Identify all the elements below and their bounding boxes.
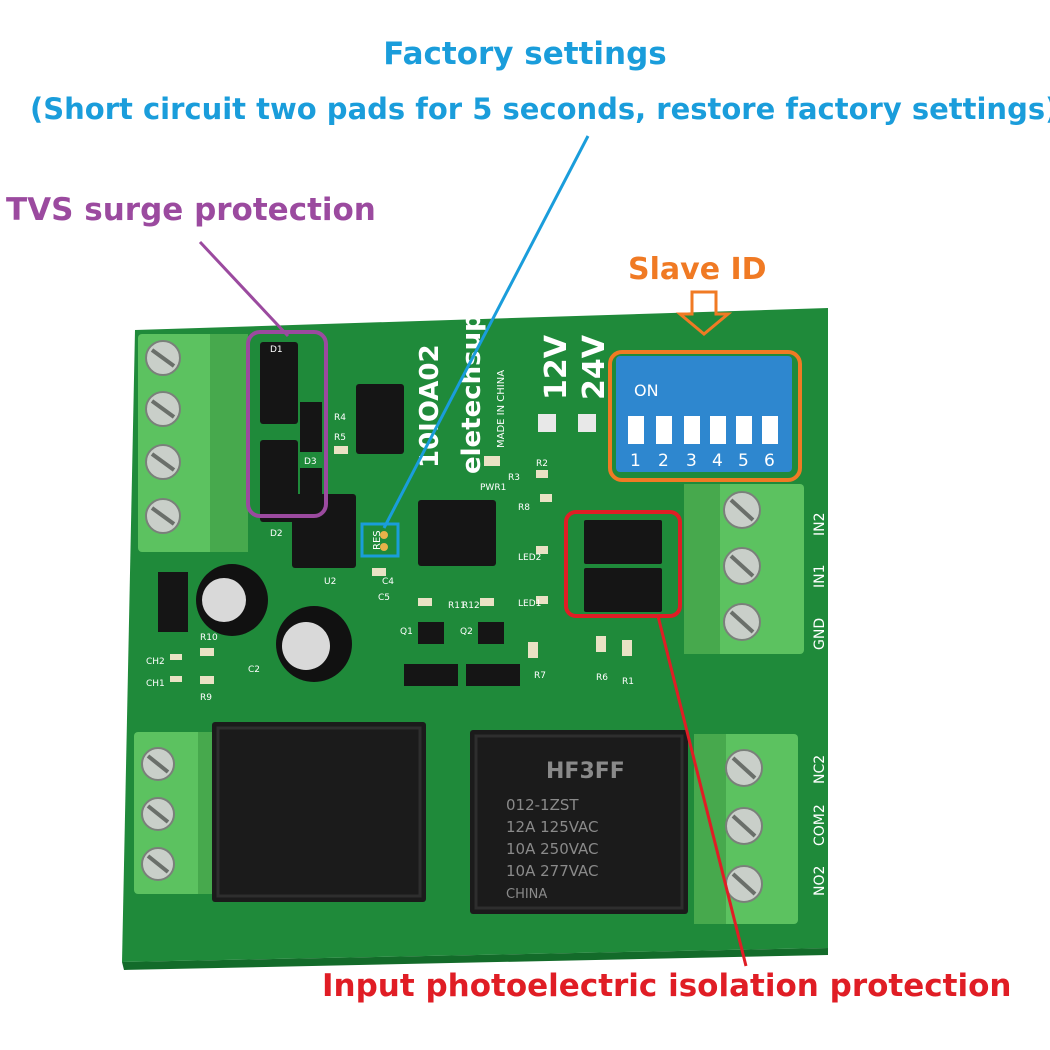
board-model: 10IOA02 xyxy=(415,344,445,468)
pad-24v xyxy=(578,414,596,432)
silk-r7: R7 xyxy=(534,671,546,681)
silk-r6: R6 xyxy=(596,673,608,683)
electrolytic-capacitors xyxy=(196,564,352,682)
relay-brand-text: HF3FF xyxy=(546,759,625,784)
silk-r11: R11 xyxy=(448,601,466,611)
silk-pwr1: PWR1 xyxy=(480,483,506,493)
relay-printing: HF3FF 012-1ZST 12A 125VAC 10A 250VAC 10A… xyxy=(506,759,625,902)
silk-r12: R12 xyxy=(462,601,480,611)
isolation-label: Input photoelectric isolation protection xyxy=(322,968,1012,1004)
silk-u2: U2 xyxy=(324,577,336,587)
dip-on-label: ON xyxy=(634,381,659,400)
dip-switch xyxy=(616,356,792,472)
slave-id-label: Slave ID xyxy=(628,252,767,287)
silk-c2: C2 xyxy=(248,665,260,675)
term-label-in2: IN2 xyxy=(812,512,828,536)
diode-left xyxy=(158,572,188,632)
silk-c5: C5 xyxy=(378,593,390,603)
transistor-q2 xyxy=(478,622,504,644)
dip-num-5: 5 xyxy=(738,451,749,471)
dip-num-6: 6 xyxy=(764,451,775,471)
label-12v: 12V xyxy=(539,334,574,400)
silk-q1: Q1 xyxy=(400,627,413,637)
silk-r3: R3 xyxy=(508,473,520,483)
term-label-nc2: NC2 xyxy=(812,755,828,784)
relay-line-1: 012-1ZST xyxy=(506,796,579,814)
slave-arrow-icon xyxy=(675,290,733,336)
dip-num-2: 2 xyxy=(658,451,669,471)
silk-r10: R10 xyxy=(200,633,218,643)
voltage-regulator xyxy=(292,494,356,568)
silkscreen: 10IOA02 eletechsup MADE IN CHINA 12V 24V… xyxy=(146,313,828,896)
diode-bottom-2 xyxy=(466,664,520,686)
silk-c4: C4 xyxy=(382,577,394,587)
right-relay-terminal-block xyxy=(694,734,798,924)
silk-q2: Q2 xyxy=(460,627,473,637)
left-terminal-block-4 xyxy=(138,334,248,552)
term-label-in1: IN1 xyxy=(812,564,828,588)
silk-led1: LED1 xyxy=(518,599,541,609)
relay-line-3: 10A 250VAC xyxy=(506,840,599,858)
silk-d3: D3 xyxy=(304,457,317,467)
factory-settings-subtitle: (Short circuit two pads for 5 seconds, r… xyxy=(30,92,1050,126)
silk-r5: R5 xyxy=(334,433,346,443)
res-label: RES xyxy=(372,530,383,550)
relay-line-4: 10A 277VAC xyxy=(506,862,599,880)
tvs-highlight-box xyxy=(246,330,328,518)
relay-line-5: CHINA xyxy=(506,887,547,902)
silk-r1: R1 xyxy=(622,677,634,687)
factory-leader-line xyxy=(382,135,590,529)
dip-num-1: 1 xyxy=(630,451,641,471)
silk-d2: D2 xyxy=(270,529,283,539)
pcb-edge xyxy=(122,948,828,970)
label-24v: 24V xyxy=(577,334,612,400)
relay-2 xyxy=(470,730,688,914)
smd-components xyxy=(170,446,632,684)
tvs-leader-line xyxy=(198,240,290,338)
slave-highlight-box xyxy=(608,350,802,482)
tvs-diodes xyxy=(260,342,322,522)
ic-soic8 xyxy=(356,384,404,454)
dip-num-3: 3 xyxy=(686,451,697,471)
tvs-label: TVS surge protection xyxy=(6,192,376,228)
relay-line-2: 12A 125VAC xyxy=(506,818,599,836)
mcu-tssop xyxy=(418,500,496,566)
isolation-leader-line xyxy=(656,615,748,967)
silk-r2: R2 xyxy=(536,459,548,469)
transistor-q1 xyxy=(418,622,444,644)
silk-r4: R4 xyxy=(334,413,346,423)
factory-highlight-box xyxy=(360,522,400,558)
term-label-com2: COM2 xyxy=(812,804,828,846)
relay-1 xyxy=(212,722,426,902)
dip-num-4: 4 xyxy=(712,451,723,471)
term-label-gnd: GND xyxy=(812,618,828,650)
silk-ch2: CH2 xyxy=(146,657,165,667)
diode-bottom-1 xyxy=(404,664,458,686)
made-in-label: MADE IN CHINA xyxy=(496,370,507,448)
silk-r9: R9 xyxy=(200,693,212,703)
silk-led2: LED2 xyxy=(518,553,541,563)
silk-r8: R8 xyxy=(518,503,530,513)
right-input-terminal-block xyxy=(684,484,804,654)
silk-d1: D1 xyxy=(270,345,283,355)
term-label-no2: NO2 xyxy=(812,866,828,896)
silk-ch1: CH1 xyxy=(146,679,165,689)
res-pads xyxy=(380,531,388,551)
factory-settings-title: Factory settings xyxy=(383,36,667,72)
optocouplers xyxy=(584,520,662,612)
pad-12v xyxy=(538,414,556,432)
isolation-highlight-box xyxy=(564,510,682,618)
